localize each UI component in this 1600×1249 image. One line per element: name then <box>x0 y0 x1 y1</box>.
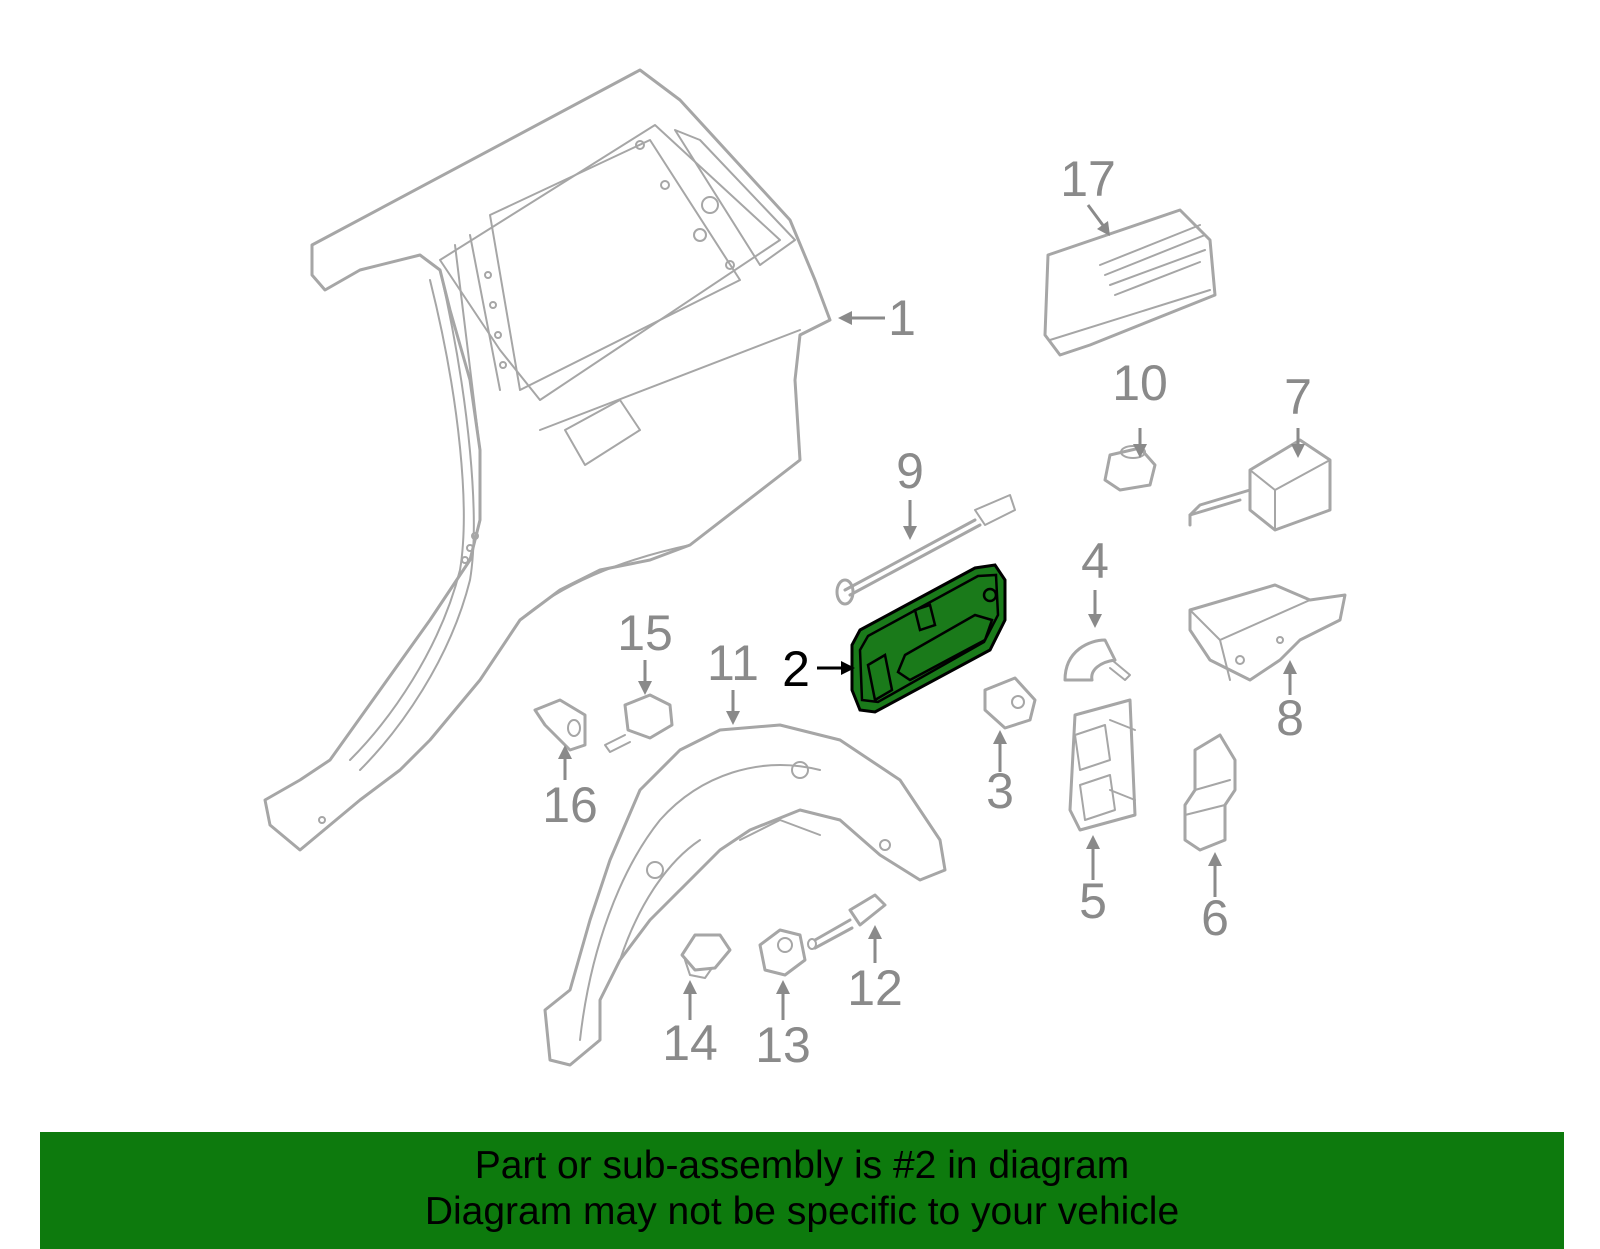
part-9-cable[interactable] <box>835 494 1016 606</box>
part-3-clip[interactable] <box>983 676 1037 730</box>
part-15-bolt[interactable] <box>604 693 674 753</box>
part-7-actuator[interactable] <box>1188 438 1332 532</box>
callout-labels: 1 2 3 4 5 6 7 8 9 10 11 12 13 14 15 16 1… <box>542 151 1312 1073</box>
callout-14: 14 <box>662 1015 718 1071</box>
part-8-bracket[interactable] <box>1188 583 1347 682</box>
callout-9: 9 <box>896 443 924 499</box>
callout-12: 12 <box>847 960 903 1016</box>
part-2-fuel-door[interactable] <box>850 563 1007 714</box>
part-10-clip[interactable] <box>1103 445 1157 492</box>
callout-11: 11 <box>707 635 759 691</box>
info-banner: Part or sub-assembly is #2 in diagram Di… <box>40 1132 1564 1249</box>
callout-5: 5 <box>1079 873 1107 929</box>
callout-8: 8 <box>1276 690 1304 746</box>
callout-13: 13 <box>755 1017 811 1073</box>
callout-1: 1 <box>888 290 916 346</box>
banner-line-2: Diagram may not be specific to your vehi… <box>424 1190 1180 1233</box>
part-6-bracket[interactable] <box>1183 733 1237 852</box>
part-5-latch-housing[interactable] <box>1068 698 1137 832</box>
part-12-screw[interactable] <box>807 893 887 950</box>
part-16-clip[interactable] <box>533 698 587 752</box>
leader-arrows <box>558 204 1305 1020</box>
callout-15: 15 <box>617 605 673 661</box>
callout-7: 7 <box>1284 369 1312 425</box>
part-11-wheelhouse-liner[interactable] <box>543 723 947 1067</box>
part-14-plug[interactable] <box>680 933 732 979</box>
callout-17: 17 <box>1060 151 1116 207</box>
callout-2: 2 <box>782 641 810 697</box>
part-13-nut[interactable] <box>758 928 807 977</box>
callout-10: 10 <box>1112 355 1168 411</box>
callout-16: 16 <box>542 777 598 833</box>
banner-line-1: Part or sub-assembly is #2 in diagram <box>474 1144 1130 1187</box>
part-17-vent[interactable] <box>1043 208 1217 357</box>
callout-6: 6 <box>1201 890 1229 946</box>
part-1-quarter-panel[interactable] <box>263 68 832 852</box>
callout-4: 4 <box>1081 533 1109 589</box>
callout-3: 3 <box>986 763 1014 819</box>
part-4-cap[interactable] <box>1063 638 1131 682</box>
